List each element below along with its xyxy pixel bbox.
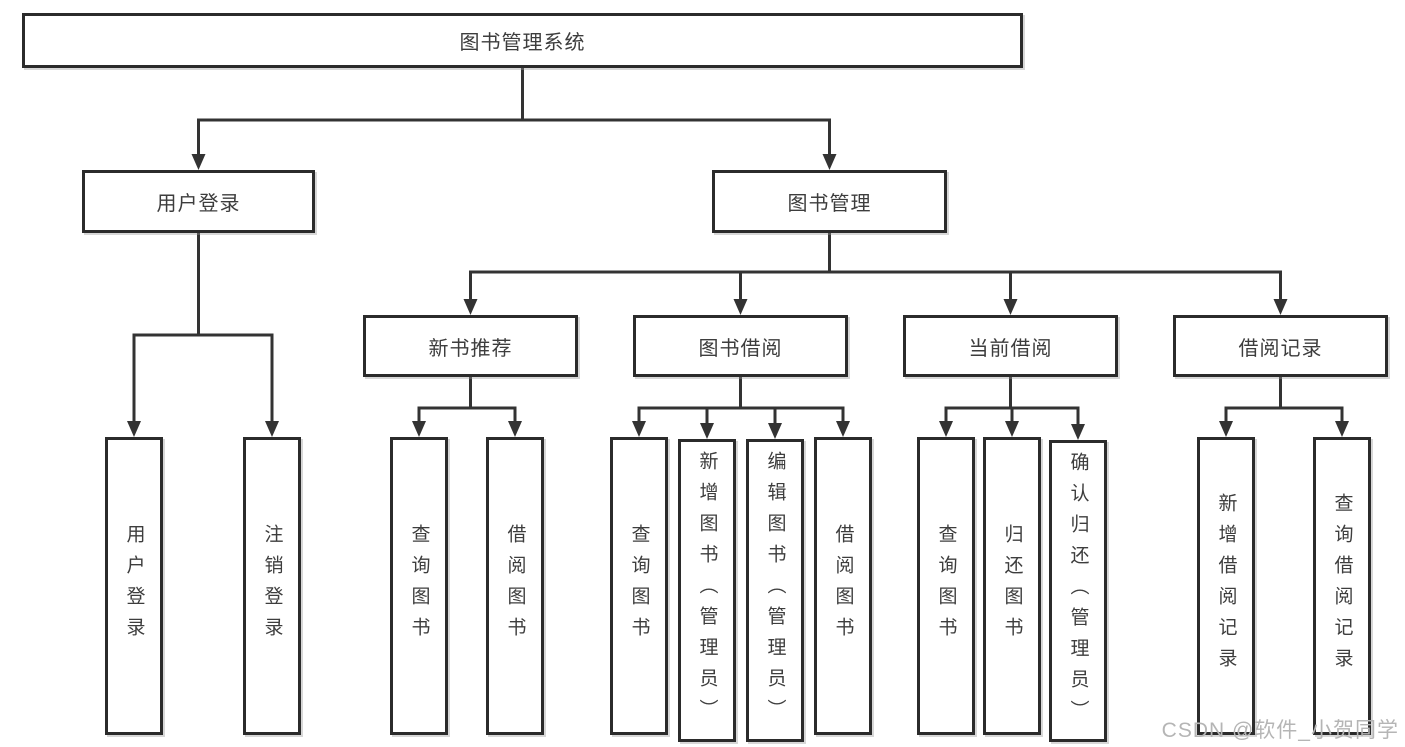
node-user-login-action: 用户登录 <box>105 437 163 735</box>
node-label: 新增图书（管理员） <box>696 451 718 730</box>
node-book-borrowing: 图书借阅 <box>633 315 848 377</box>
node-label: 借阅记录 <box>1238 337 1323 360</box>
node-label: 查询借阅记录 <box>1331 493 1353 679</box>
node-label: 归还图书 <box>1001 524 1023 648</box>
node-label: 查询图书 <box>628 524 650 648</box>
node-label: 查询图书 <box>408 524 430 648</box>
node-borrow-books: 借阅图书 <box>814 437 872 735</box>
node-label: 注销登录 <box>261 524 283 648</box>
node-borrowing-records: 借阅记录 <box>1173 315 1388 377</box>
node-label: 借阅图书 <box>832 524 854 648</box>
node-library-management-system: 图书管理系统 <box>22 13 1023 68</box>
node-label: 图书借阅 <box>698 337 783 360</box>
node-add-books-admin: 新增图书（管理员） <box>678 439 736 742</box>
node-label: 查询图书 <box>935 524 957 648</box>
node-query-books: 查询图书 <box>390 437 448 735</box>
node-label: 用户登录 <box>156 193 241 215</box>
node-label: 当前借阅 <box>968 337 1053 360</box>
node-label: 新书推荐 <box>428 337 513 360</box>
node-query-books: 查询图书 <box>610 437 668 735</box>
node-label: 新增借阅记录 <box>1215 493 1237 679</box>
node-query-books: 查询图书 <box>917 437 975 735</box>
node-label: 用户登录 <box>123 524 145 648</box>
csdn-watermark: CSDN @软件_小贺同学 <box>1161 719 1399 742</box>
node-label: 借阅图书 <box>504 524 526 648</box>
node-borrow-books: 借阅图书 <box>486 437 544 735</box>
node-label: 图书管理系统 <box>459 32 586 54</box>
node-label: 图书管理 <box>787 193 872 215</box>
node-label: 确认归还（管理员） <box>1067 451 1089 731</box>
node-edit-books-admin: 编辑图书（管理员） <box>746 439 804 742</box>
node-book-management: 图书管理 <box>712 170 947 233</box>
node-confirm-return-admin: 确认归还（管理员） <box>1049 440 1107 742</box>
node-logout-action: 注销登录 <box>243 437 301 735</box>
node-current-borrowing: 当前借阅 <box>903 315 1118 377</box>
node-return-books: 归还图书 <box>983 437 1041 735</box>
node-new-book-recommendation: 新书推荐 <box>363 315 578 377</box>
node-label: 编辑图书（管理员） <box>764 451 786 730</box>
node-user-login: 用户登录 <box>82 170 315 233</box>
node-query-borrow-record: 查询借阅记录 <box>1313 437 1371 735</box>
node-add-borrow-record: 新增借阅记录 <box>1197 437 1255 735</box>
